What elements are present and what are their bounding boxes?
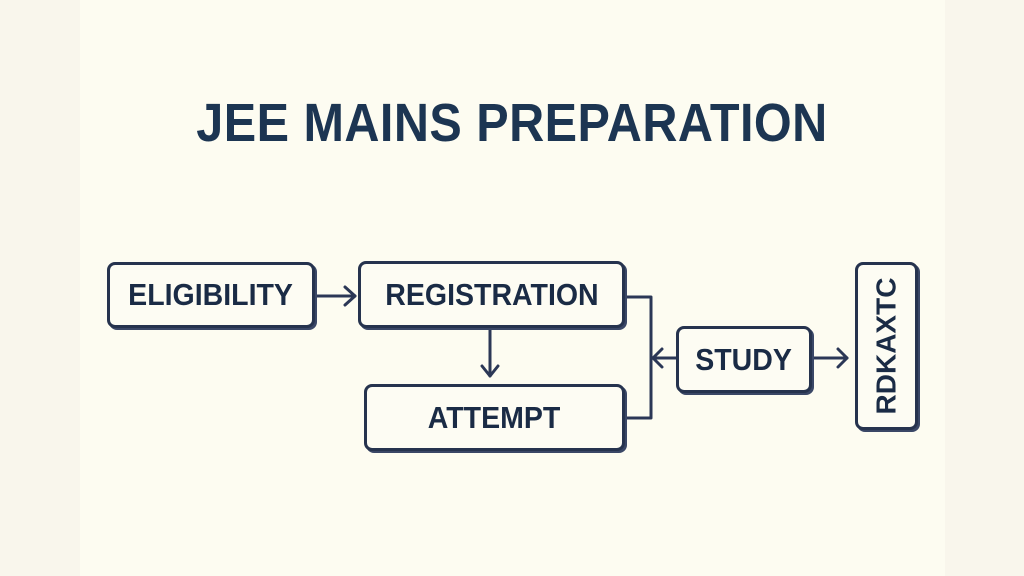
- node-eligibility: ELIGIBILITY: [107, 262, 315, 328]
- node-registration-label: REGISTRATION: [384, 276, 599, 312]
- node-registration: REGISTRATION: [358, 261, 625, 328]
- right-margin-band: [945, 0, 1024, 576]
- node-attempt-label: ATTEMPT: [428, 399, 561, 435]
- page-title: JEE MAINS PREPARATION: [196, 93, 828, 153]
- node-study: STUDY: [676, 326, 812, 393]
- left-margin-band: [0, 0, 80, 576]
- bracket-connector: [624, 295, 653, 420]
- node-practice-vertical: RDKAXTC: [855, 262, 918, 430]
- node-eligibility-label: ELIGIBILITY: [128, 277, 294, 312]
- node-attempt: ATTEMPT: [364, 384, 625, 451]
- node-practice-label: RDKAXTC: [870, 277, 902, 415]
- node-study-label: STUDY: [695, 341, 793, 377]
